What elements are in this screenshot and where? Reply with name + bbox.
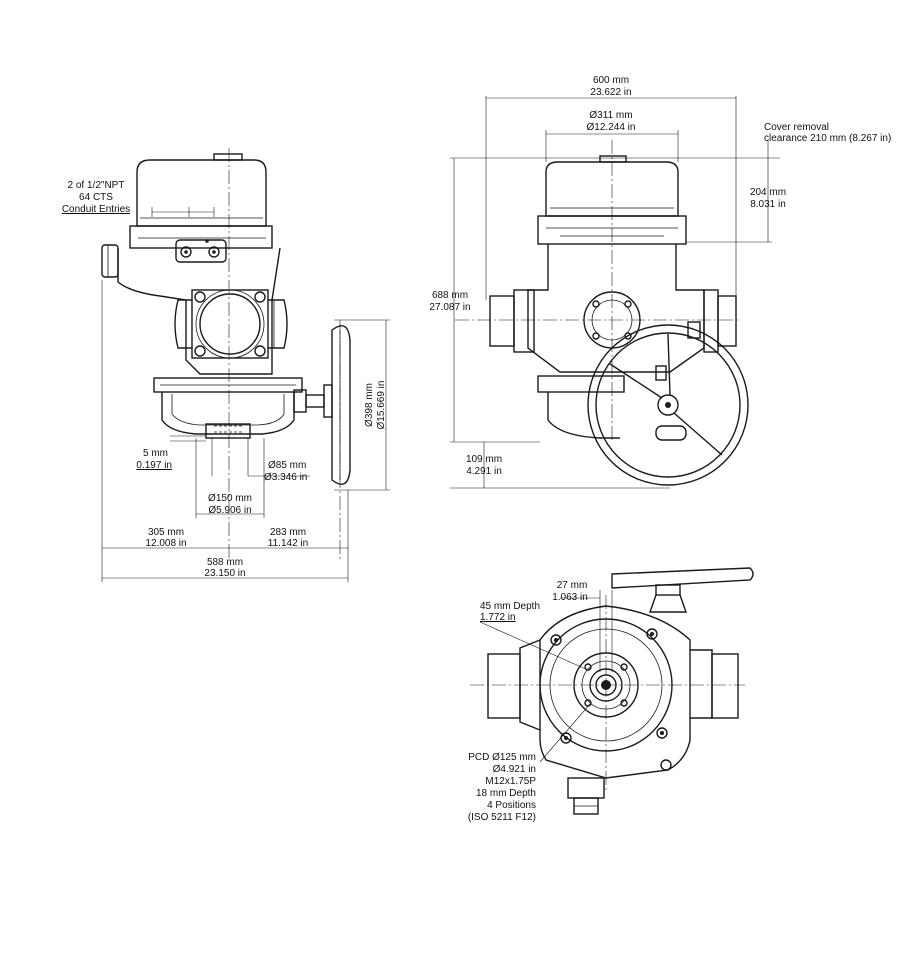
cover-dia-in: Ø12.244 in [587, 122, 636, 133]
right-width-in: 11.142 in [268, 538, 308, 549]
front-view-labels: 600 mm 23.622 in Ø311 mm Ø12.244 in Cove… [429, 75, 891, 477]
conduit-label-1: 2 of 1/2"NPT [68, 180, 125, 191]
pcd-line-3: M12x1.75P [485, 776, 536, 787]
base-mm: 109 mm [466, 454, 502, 465]
offset-mm: 5 mm [143, 448, 168, 459]
cover-height-in: 8.031 in [750, 199, 786, 210]
bottom-view [470, 567, 754, 815]
left-width-in: 12.008 in [145, 538, 186, 549]
height-mm: 688 mm [432, 290, 468, 301]
pcd-line-6: (ISO 5211 F12) [468, 812, 536, 823]
bottom-view-labels: 27 mm 1.063 in 45 mm Depth 1.772 in PCD … [468, 580, 588, 823]
handwheel-dia-in: Ø15.669 in [376, 381, 387, 430]
pcd-line-4: 18 mm Depth [476, 788, 536, 799]
pcd-line-2: Ø4.921 in [493, 764, 536, 775]
total-width-mm: 588 mm [207, 557, 243, 568]
dim27-in: 1.063 in [552, 592, 588, 603]
side-view [101, 148, 390, 582]
front-view [450, 96, 780, 489]
depth-in: 1.772 in [480, 612, 516, 623]
height-in: 27.087 in [429, 302, 470, 313]
cover-dia-mm: Ø311 mm [589, 110, 632, 121]
d150-in: Ø5.906 in [208, 505, 251, 516]
d85-mm: Ø85 mm [268, 460, 306, 471]
handwheel-dia-mm: Ø398 mm [364, 383, 375, 427]
pcd-line-1: PCD Ø125 mm [468, 752, 536, 763]
right-width-mm: 283 mm [270, 527, 306, 538]
total-width-in: 23.150 in [204, 568, 245, 579]
removal-line-2: clearance 210 mm (8.267 in) [764, 133, 891, 144]
depth-mm: 45 mm Depth [480, 601, 540, 612]
conduit-label-3: Conduit Entries [62, 204, 130, 215]
base-in: 4.291 in [466, 466, 502, 477]
cover-height-mm: 204 mm [750, 187, 786, 198]
removal-line-1: Cover removal [764, 122, 829, 133]
width-mm: 600 mm [593, 75, 629, 86]
side-view-labels: 2 of 1/2"NPT 64 CTS Conduit Entries 5 mm… [62, 180, 387, 579]
dim27-mm: 27 mm [557, 580, 588, 591]
d150-mm: Ø150 mm [208, 493, 252, 504]
left-width-mm: 305 mm [148, 527, 184, 538]
d85-in: Ø3.346 in [264, 472, 307, 483]
offset-in: 0.197 in [136, 460, 172, 471]
pcd-line-5: 4 Positions [487, 800, 536, 811]
width-in: 23.622 in [590, 87, 631, 98]
conduit-label-2: 64 CTS [79, 192, 113, 203]
